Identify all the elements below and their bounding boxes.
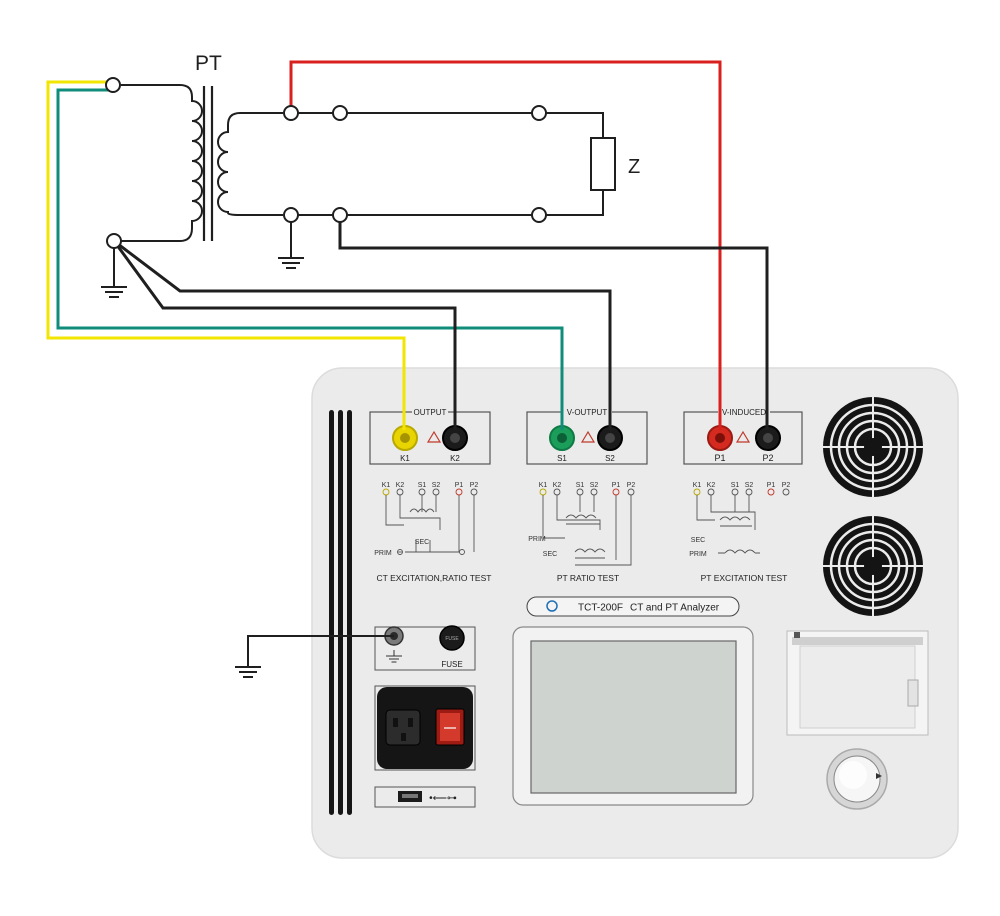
usb-icon: •⟵⊶ — [429, 793, 457, 804]
k1-output-label: K1 — [400, 454, 410, 463]
warning-icon — [426, 430, 442, 443]
power-module — [374, 685, 476, 771]
fuse-holder[interactable] — [439, 625, 465, 651]
load-terminal-bottom-right — [531, 207, 547, 223]
load-impedance-z — [590, 137, 616, 191]
ct-test-caption: CT EXCITATION,RATIO TEST — [377, 573, 492, 583]
printer-door-tab[interactable] — [907, 679, 919, 707]
ground-symbol-icon — [235, 666, 261, 678]
cooling-fan-bottom — [823, 516, 923, 616]
v-output-terminal-group: V-OUTPUT S1 S2 — [526, 407, 648, 465]
pt-excitation-diagram — [693, 488, 790, 554]
pte-p1-mini: P1 — [767, 482, 776, 489]
v-output-title: V-OUTPUT — [567, 408, 608, 417]
output-title: OUTPUT — [414, 408, 447, 417]
s1-v-output-label: S1 — [557, 454, 567, 463]
ptr-s1-mini: S1 — [576, 482, 585, 489]
v-induced-title: V-INDUCED — [722, 408, 766, 417]
usb-port-box: •⟵⊶ — [374, 786, 476, 808]
pt-secondary-terminal-bottom — [283, 207, 299, 223]
pte-sec-label: SEC — [691, 537, 705, 544]
pt-ratio-caption: PT RATIO TEST — [557, 573, 619, 583]
cooling-fan-top — [823, 397, 923, 497]
pt-primary-winding — [121, 84, 203, 242]
k2-output-label: K2 — [450, 454, 460, 463]
pte-prim-label: PRIM — [689, 551, 707, 558]
ptr-k1-mini: K1 — [539, 482, 548, 489]
pte-k2-mini: K2 — [707, 482, 716, 489]
knob-arrow-icon — [876, 773, 882, 779]
product-name: CT and PT Analyzer — [630, 603, 720, 614]
rotary-knob[interactable] — [826, 748, 888, 810]
ct-p2-mini: P2 — [470, 482, 479, 489]
pt-primary-terminal-bottom — [106, 233, 122, 249]
pt-secondary-winding — [217, 112, 283, 216]
ground-symbol-icon — [278, 222, 304, 269]
ground-wire — [247, 635, 394, 667]
pte-s2-mini: S2 — [745, 482, 754, 489]
ct-s1-mini: S1 — [418, 482, 427, 489]
z-label: Z — [628, 156, 640, 178]
p2-v-induced-label: P2 — [762, 453, 773, 463]
ptr-p1-mini: P1 — [612, 482, 621, 489]
load-terminal-bottom-left — [332, 207, 348, 223]
load-terminal-top-left — [332, 105, 348, 121]
pt-secondary-terminal-top — [283, 105, 299, 121]
ground-symbol-icon — [386, 650, 402, 663]
load-circuit-top-right — [543, 112, 604, 138]
vent-slots — [329, 410, 352, 815]
ct-sec-label: SEC — [415, 539, 429, 546]
pte-p2-mini: P2 — [782, 482, 791, 489]
warning-icon — [580, 430, 596, 443]
v-induced-terminal-group: V-INDUCED P1 P2 — [683, 407, 803, 465]
load-terminal-top-right — [531, 105, 547, 121]
ptr-prim-label: PRIM — [528, 536, 546, 543]
pt-primary-terminal-top — [105, 77, 121, 93]
ptr-k2-mini: K2 — [553, 482, 562, 489]
pt-excitation-caption: PT EXCITATION TEST — [701, 573, 788, 583]
warning-icon — [735, 430, 751, 443]
fuse-cap-text: FUSE — [445, 636, 459, 642]
pt-label: PT — [195, 52, 222, 75]
black-wire-s2 — [113, 239, 612, 430]
ct-k2-mini: K2 — [396, 482, 405, 489]
model-number: TCT-200F — [578, 603, 623, 614]
output-terminal-group: OUTPUT K1 K2 — [369, 407, 491, 465]
pte-s1-mini: S1 — [731, 482, 740, 489]
ptr-s2-mini: S2 — [590, 482, 599, 489]
pte-k1-mini: K1 — [693, 482, 702, 489]
lcd-display — [512, 626, 754, 806]
p1-v-induced-label: P1 — [714, 453, 725, 463]
ct-k1-mini: K1 — [382, 482, 391, 489]
thermal-printer — [786, 630, 929, 736]
red-wire — [289, 60, 722, 430]
ptr-sec-label: SEC — [543, 551, 557, 558]
ct-excitation-ratio-diagram — [382, 488, 478, 555]
s2-v-output-label: S2 — [605, 454, 615, 463]
teal-wire — [56, 88, 564, 430]
ct-prim-label: PRIM — [374, 550, 392, 557]
fuse-label: FUSE — [441, 660, 462, 669]
load-circuit-bottom-right — [543, 190, 604, 216]
yellow-wire — [46, 80, 406, 430]
ct-s2-mini: S2 — [432, 482, 441, 489]
model-badge: TCT-200F CT and PT Analyzer — [526, 596, 740, 617]
ct-p1-mini: P1 — [455, 482, 464, 489]
black-wire-k2 — [112, 240, 457, 430]
brand-logo-icon — [546, 600, 558, 612]
black-wire-p2 — [338, 215, 769, 430]
ptr-p2-mini: P2 — [627, 482, 636, 489]
pt-ratio-diagram — [539, 488, 635, 566]
ground-symbol-icon — [101, 248, 127, 298]
